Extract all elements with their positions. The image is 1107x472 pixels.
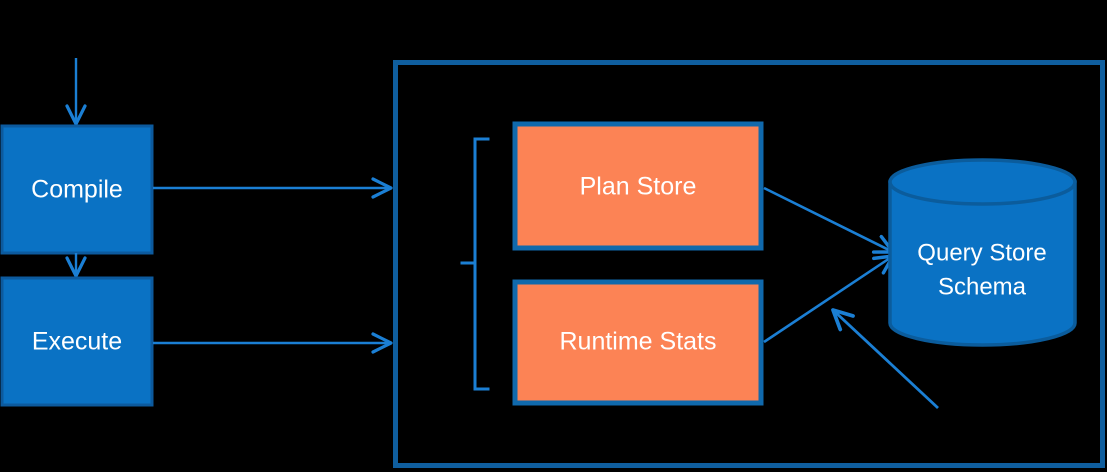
connector-runtime-stats-to-schema: [763, 254, 895, 344]
query-store-schema-label-line2: Schema: [938, 273, 1027, 300]
execute-box[interactable]: [0, 276, 154, 407]
query-store-container: [393, 60, 1105, 468]
connector-external-to-schema: [831, 308, 939, 410]
node-runtime-stats[interactable]: Runtime Stats: [512, 279, 764, 406]
cylinder-top: [888, 158, 1077, 206]
node-plan-store[interactable]: Plan Store: [512, 121, 764, 251]
compile-box[interactable]: [0, 124, 154, 255]
runtime-stats-box[interactable]: [512, 279, 764, 406]
node-execute[interactable]: Execute: [0, 276, 154, 407]
execute-label: Execute: [32, 328, 122, 356]
compile-label: Compile: [31, 176, 123, 204]
connector-plan-store-to-schema: [763, 186, 895, 254]
node-compile[interactable]: Compile: [0, 124, 154, 255]
node-query-store-schema[interactable]: Query Store Schema: [888, 158, 1077, 347]
cylinder-body[interactable]: [888, 180, 1077, 347]
plan-store-label: Plan Store: [580, 173, 697, 201]
store-group-brace: [460, 137, 490, 391]
plan-store-box[interactable]: [512, 121, 764, 251]
runtime-stats-label: Runtime Stats: [559, 328, 716, 356]
query-store-schema-label-line1: Query Store: [917, 239, 1046, 266]
